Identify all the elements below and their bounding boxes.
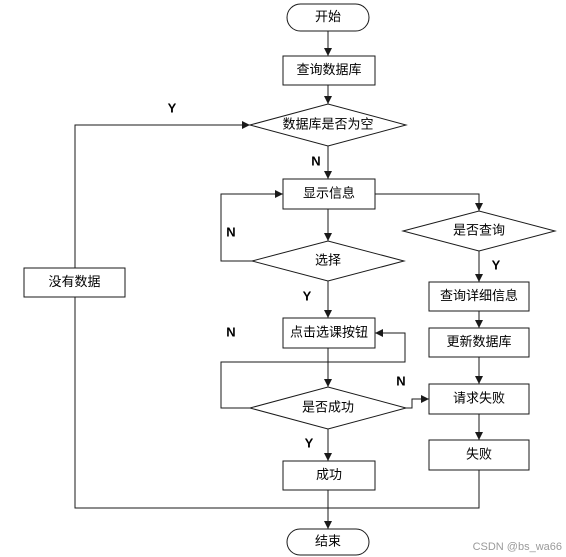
node-update-db: 更新数据库 [428,327,530,358]
is-query-yes-label: Y [492,258,501,273]
update-db-box [428,327,530,358]
end-terminal [286,528,370,556]
show-info-box [282,178,376,210]
query-db-label: 查询数据库 [296,62,361,78]
to-fail-no-label: N [396,374,405,389]
is-query-label: 是否查询 [453,224,505,239]
node-query-db: 查询数据库 [282,55,376,86]
node-click-course: 点击选课按钮 [282,317,376,349]
query-detail-label: 查询详细信息 [440,288,518,304]
start-terminal [286,3,370,32]
success-box [282,460,376,491]
click-course-box [282,317,376,349]
connector-show-info-to-is-query [375,193,483,211]
node-success: 成功 [282,460,376,491]
is-success-label: 是否成功 [302,401,354,416]
node-select: 选择 [250,240,406,282]
query-db-box [282,55,376,86]
fail-box [428,439,530,471]
node-is-success: 是否成功 [248,386,408,430]
db-empty-yes-label: Y [168,101,177,116]
no-data-box [23,267,126,298]
select-yes-label: Y [303,289,312,304]
end-label: 结束 [315,535,341,550]
show-info-label: 显示信息 [303,186,355,202]
click-course-label: 点击选课按钮 [290,326,368,341]
db-empty-no-label: N [311,154,320,169]
node-is-query: 是否查询 [401,210,557,252]
connectors [74,31,483,529]
node-db-empty: 数据库是否为空 [248,103,408,147]
db-empty-label: 数据库是否为空 [282,117,373,133]
select-label: 选择 [315,254,341,269]
node-start: 开始 [286,3,370,32]
node-show-info: 显示信息 [282,178,376,210]
node-no-data: 没有数据 [23,267,126,298]
retry-no-label: N [226,325,235,340]
request-fail-label: 请求失败 [453,392,505,407]
edge-labels: Y N N Y Y N N Y [168,101,501,451]
node-fail: 失败 [428,439,530,471]
connector-is-success-no-to-request-fail [406,395,429,409]
connector-no-data-to-db-empty [74,121,250,268]
is-success-yes-label: Y [305,436,314,451]
query-detail-box [428,281,530,312]
connector-is-success-no-retry-loop [220,329,406,409]
start-label: 开始 [315,10,341,25]
request-fail-box [428,383,530,415]
node-request-fail: 请求失败 [428,383,530,415]
watermark-text: CSDN @bs_wa66 [473,541,562,553]
db-empty-decision [248,103,408,147]
connector-select-no-loop [220,190,283,262]
no-data-label: 没有数据 [48,275,100,290]
success-label: 成功 [316,468,342,483]
node-end: 结束 [286,528,370,556]
is-query-decision [401,210,557,252]
fail-label: 失败 [466,448,492,463]
is-success-decision [248,386,408,430]
node-query-detail: 查询详细信息 [428,281,530,312]
select-decision [250,240,406,282]
select-no-label: N [226,225,235,240]
update-db-label: 更新数据库 [446,334,511,350]
connector-bottom-bus [74,297,480,509]
